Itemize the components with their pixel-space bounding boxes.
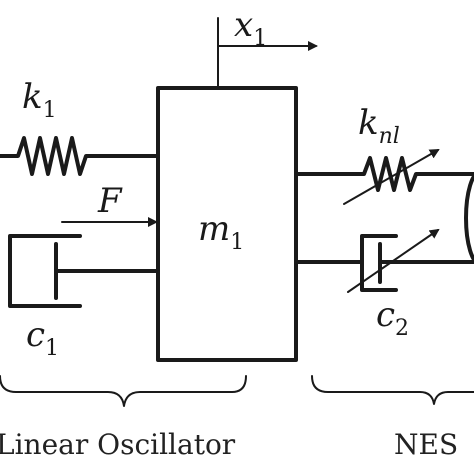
nes-label: NES: [394, 428, 458, 461]
mass-label: m1: [198, 209, 244, 255]
linear-spring: [0, 136, 160, 176]
nonlinear-spring: [294, 149, 474, 205]
force-label: F: [97, 181, 123, 221]
linear-damper-label: c1: [26, 315, 59, 361]
mass-block: [156, 86, 298, 362]
displacement-label: x1: [234, 5, 267, 51]
displacement-indicator: [217, 17, 318, 89]
nes-damper: [294, 228, 474, 293]
linear-oscillator-brace: [0, 375, 247, 407]
linear-spring-label: k1: [22, 77, 57, 123]
nes-brace: [311, 375, 474, 405]
linear-oscillator-label: Linear Oscillator: [0, 428, 236, 461]
nes-damper-label: c2: [376, 295, 409, 341]
nonlinear-spring-label: knl: [358, 103, 400, 149]
linear-damper: [8, 234, 160, 308]
nes-mass-partial: [464, 173, 474, 263]
